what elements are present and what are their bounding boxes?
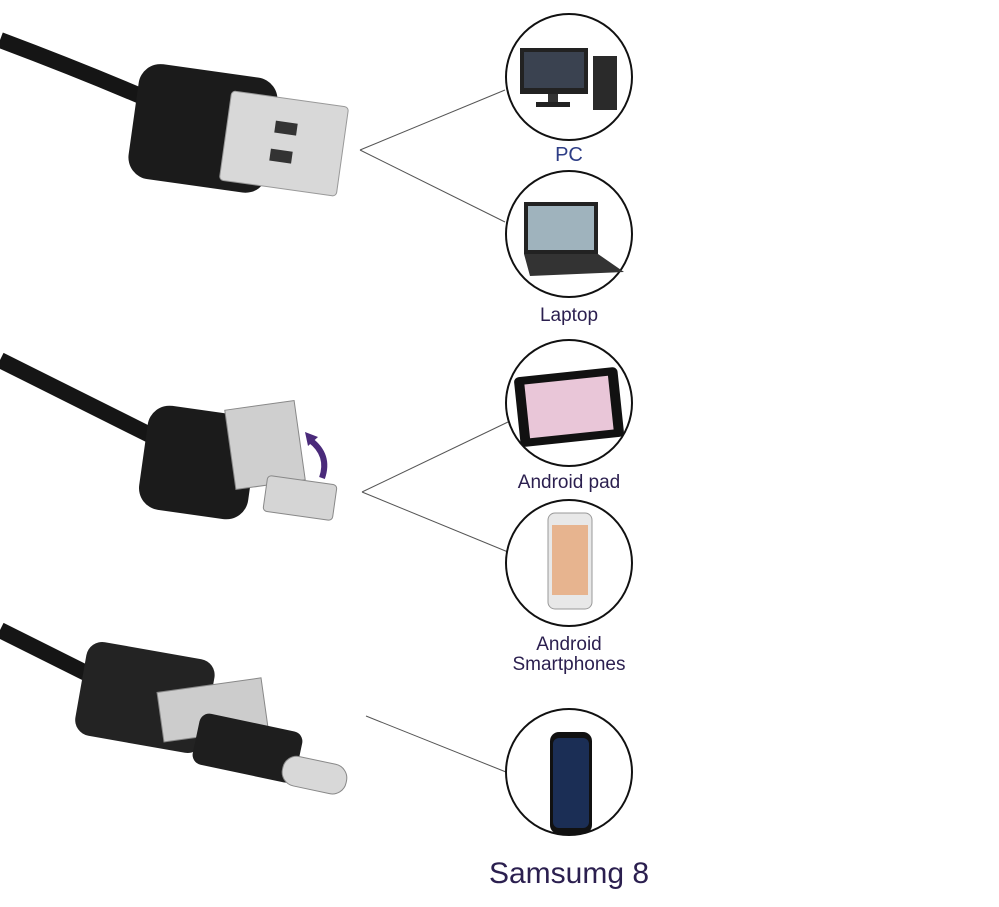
desktop-pc-icon: [520, 48, 617, 110]
smartphone-icon: [547, 512, 593, 610]
samsung-8-label: Samsumg 8: [488, 857, 650, 890]
usb-a-cable-icon: [0, 32, 349, 197]
pc-label: PC: [555, 144, 583, 166]
samsung-phone-icon: [550, 732, 592, 834]
android-smartphones-label-line2: Smartphones: [512, 654, 626, 675]
connector-lines: [359, 89, 509, 773]
laptop-icon: [524, 202, 624, 276]
micro-usb-otg-cable-icon: [0, 352, 338, 521]
laptop-label: Laptop: [539, 305, 599, 326]
android-pad-label: Android pad: [517, 472, 621, 493]
android-smartphones-label-line1: Android: [536, 634, 602, 655]
usb-c-otg-cable-icon: [0, 622, 348, 795]
tablet-icon: [514, 367, 624, 447]
